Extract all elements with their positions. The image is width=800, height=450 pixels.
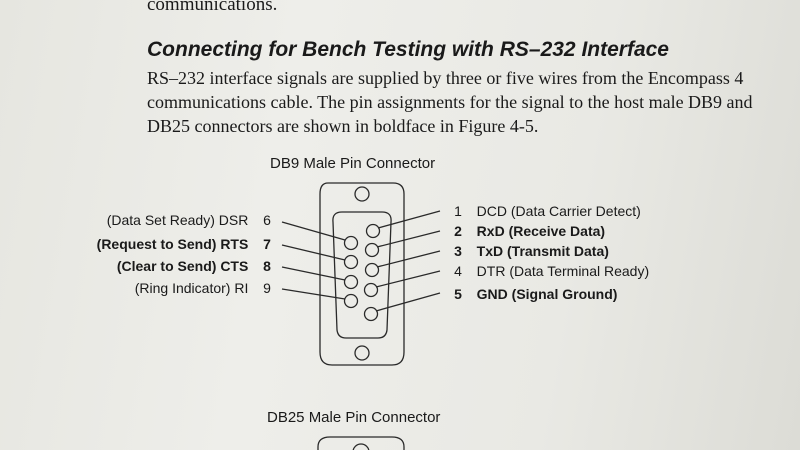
- db25-figure-title: DB25 Male Pin Connector: [267, 409, 441, 426]
- pin-5-number: 5: [454, 286, 462, 302]
- paragraph-line: communications cable. The pin assignment…: [147, 92, 753, 112]
- db9-pin-8-row: (Clear to Send) CTS 8: [24, 258, 274, 274]
- pin-1-label: DCD (Data Carrier Detect): [476, 203, 641, 219]
- pin-1-number: 1: [454, 203, 462, 219]
- paragraph-line: DB25 connectors are shown in boldface in…: [147, 116, 539, 136]
- pin-9-label: (Ring Indicator) RI: [134, 280, 249, 296]
- db9-pin-9: [343, 293, 359, 309]
- db9-mounting-hole-top: [354, 186, 370, 202]
- db9-pin-2: [364, 242, 380, 258]
- db9-pin-1-row: 1 DCD (Data Carrier Detect): [451, 203, 641, 219]
- db9-pin-4: [363, 282, 379, 298]
- pin-7-number: 7: [263, 236, 271, 252]
- pin-6-label: (Data Set Ready) DSR: [106, 212, 249, 228]
- db9-pin-6: [343, 235, 359, 251]
- leader-line-pin-8: [281, 266, 346, 281]
- leader-line-pin-6: [281, 221, 346, 241]
- pin-2-label: RxD (Receive Data): [476, 223, 606, 239]
- leader-line-pin-3: [376, 250, 441, 268]
- db9-figure-title: DB9 Male Pin Connector: [270, 155, 436, 172]
- db9-pin-3-row: 3 TxD (Transmit Data): [451, 243, 609, 259]
- db9-pin-5-row: 5 GND (Signal Ground): [451, 286, 617, 302]
- pin-7-label: (Request to Send) RTS: [96, 236, 249, 252]
- db9-connector-shell: [319, 182, 405, 366]
- leader-line-pin-1: [377, 210, 441, 229]
- pin-3-label: TxD (Transmit Data): [476, 243, 609, 259]
- leader-line-pin-5: [375, 292, 441, 312]
- db9-pin-7-row: (Request to Send) RTS 7: [24, 236, 274, 252]
- db9-pin-3: [364, 262, 380, 278]
- section-heading: Connecting for Bench Testing with RS–232…: [147, 38, 669, 61]
- db9-pin-4-row: 4 DTR (Data Terminal Ready): [451, 263, 649, 279]
- db9-pin-2-row: 2 RxD (Receive Data): [451, 223, 605, 239]
- db25-connector-shell: [317, 436, 405, 450]
- db9-pin-5: [363, 306, 379, 322]
- pin-8-number: 8: [263, 258, 271, 274]
- pin-4-label: DTR (Data Terminal Ready): [476, 263, 650, 279]
- pin-4-number: 4: [454, 263, 462, 279]
- pin-9-number: 9: [263, 280, 271, 296]
- db9-pin-6-row: (Data Set Ready) DSR 6: [24, 212, 274, 228]
- leader-line-pin-7: [281, 244, 346, 261]
- db9-mounting-hole-bottom: [354, 345, 370, 361]
- leader-line-pin-2: [376, 230, 441, 248]
- paragraph-line: RS–232 interface signals are supplied by…: [147, 68, 744, 88]
- db9-pin-7: [343, 254, 359, 270]
- db9-pin-9-row: (Ring Indicator) RI 9: [24, 280, 274, 296]
- db9-pin-8: [343, 274, 359, 290]
- db9-pin-housing: [332, 211, 392, 339]
- leader-line-pin-4: [375, 270, 441, 288]
- pin-2-number: 2: [454, 223, 462, 239]
- pin-6-number: 6: [263, 212, 271, 228]
- pin-3-number: 3: [454, 243, 462, 259]
- db9-pin-1: [365, 223, 381, 239]
- db25-mounting-hole-top: [352, 443, 370, 450]
- pin-5-label: GND (Signal Ground): [476, 286, 618, 302]
- leader-line-pin-9: [281, 288, 346, 300]
- pin-8-label: (Clear to Send) CTS: [116, 258, 249, 274]
- top-text-line: communications.: [147, 0, 278, 15]
